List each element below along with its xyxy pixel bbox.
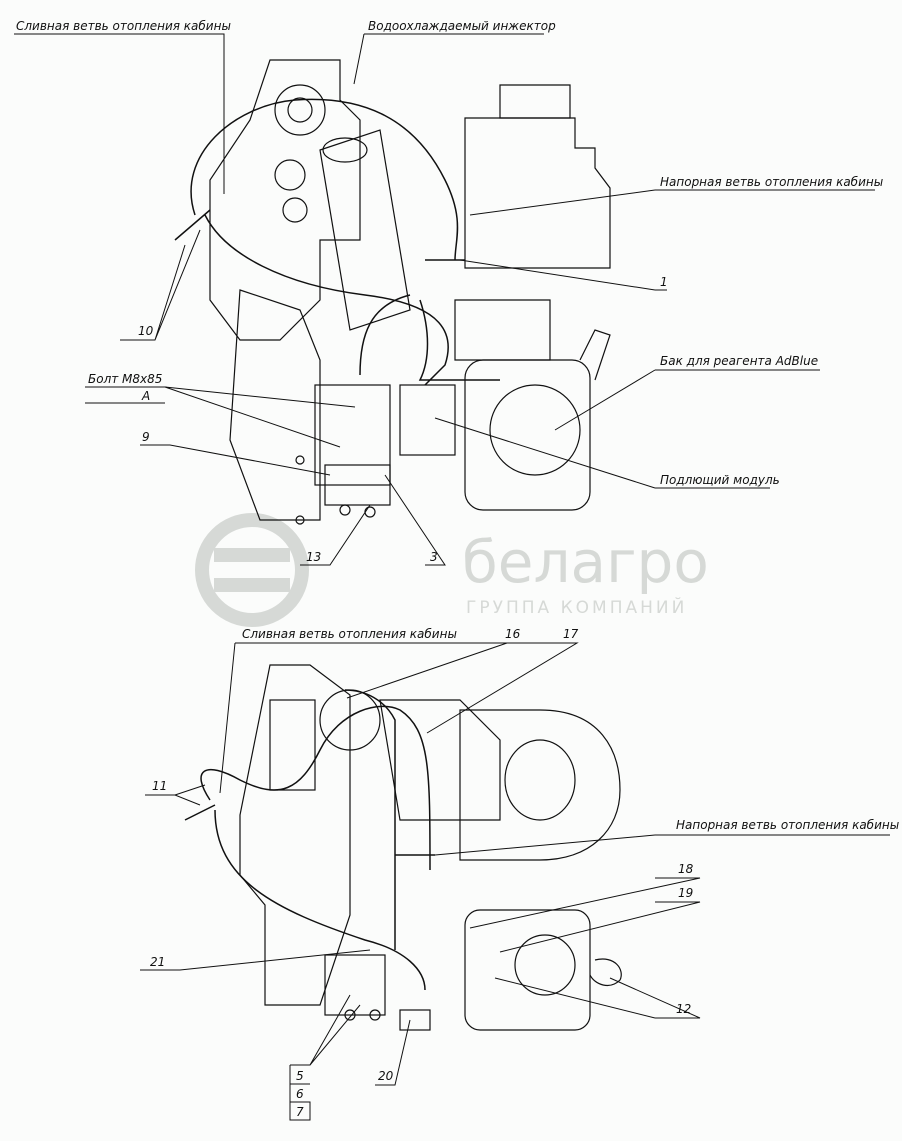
bottom-hoses (184, 689, 435, 991)
label-pressure-branch-bottom: Напорная ветвь отопления кабины (676, 818, 900, 832)
label-view-a: А (142, 389, 151, 403)
callout-5: 5 (296, 1069, 304, 1083)
callout-10: 10 (138, 324, 154, 338)
label-pressure-branch-top: Напорная ветвь отопления кабины (660, 175, 884, 189)
callout-9: 9 (142, 430, 150, 444)
label-water-cooled-injector: Водоохлаждаемый инжектор (368, 19, 556, 33)
bottom-leader-lines (140, 642, 890, 1121)
callout-12: 12 (676, 1002, 692, 1016)
watermark-logo (195, 513, 309, 627)
watermark-subtitle: ГРУППА КОМПАНИЙ (466, 598, 688, 618)
callout-6: 6 (296, 1087, 304, 1101)
callout-1: 1 (660, 275, 668, 289)
callout-11: 11 (152, 779, 168, 793)
callout-18: 18 (678, 862, 694, 876)
callout-17: 17 (563, 627, 579, 641)
label-adblue-tank: Бак для реагента AdBlue (660, 354, 819, 368)
label-bolt: Болт М8х85 (88, 372, 163, 386)
label-drain-branch-bottom: Сливная ветвь отопления кабины (242, 627, 457, 641)
callout-21: 21 (150, 955, 166, 969)
callout-13: 13 (306, 550, 322, 564)
callout-3: 3 (430, 550, 438, 564)
top-leader-lines (14, 33, 875, 566)
callout-19: 19 (678, 886, 694, 900)
callout-7: 7 (296, 1105, 304, 1119)
label-drain-branch-top: Сливная ветвь отопления кабины (16, 19, 231, 33)
top-engine-assembly (209, 59, 611, 525)
bottom-engine-assembly (239, 664, 622, 1031)
callout-16: 16 (505, 627, 521, 641)
watermark-brand: белагро (462, 528, 709, 596)
callout-20: 20 (378, 1069, 394, 1083)
top-hoses (174, 98, 500, 386)
label-supply-module: Подлющий модуль (660, 473, 780, 487)
